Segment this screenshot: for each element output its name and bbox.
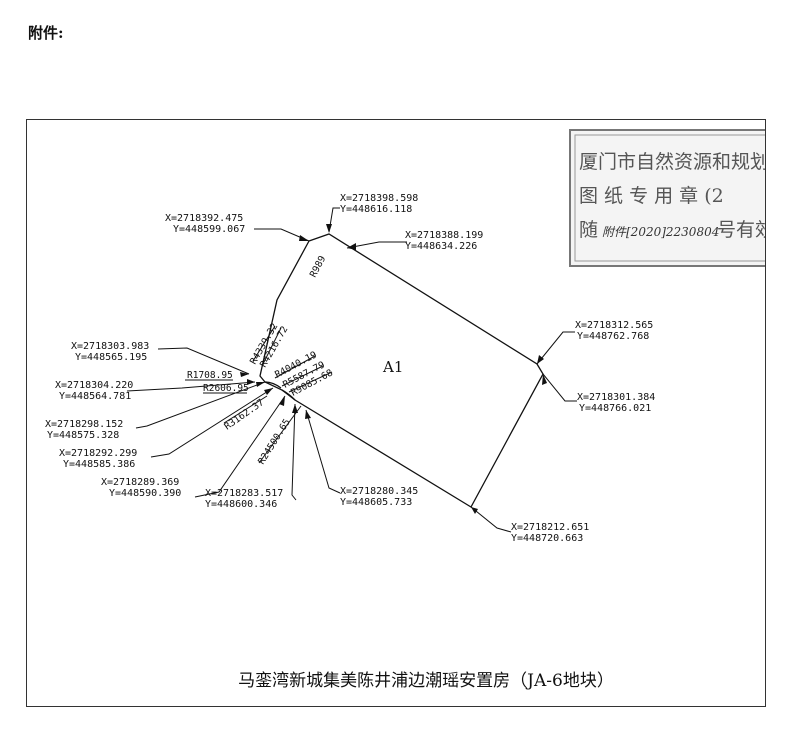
coord-x: X=2718398.598	[340, 193, 418, 204]
stamp-line-3-suffix: 号有效	[717, 219, 766, 241]
parcel-boundary	[259, 233, 544, 508]
coord-x: X=2718312.565	[575, 320, 653, 331]
site-plan-drawing: 厦门市自然资源和规划局 图 纸 专 用 章 (2 随 附件[2020]22308…	[45, 129, 766, 544]
plan-caption: 马銮湾新城集美陈井浦边潮瑶安置房（JA-6地块）	[238, 671, 614, 691]
coord-y: Y=448762.768	[577, 331, 649, 342]
stamp-line-3-handwritten: 附件[2020]2230804	[602, 225, 719, 239]
coord-y: Y=448564.781	[59, 391, 131, 402]
stamp-line-1: 厦门市自然资源和规划局	[579, 151, 766, 173]
coord-x: X=2718292.299	[59, 448, 137, 459]
approval-stamp: 厦门市自然资源和规划局 图 纸 专 用 章 (2 随 附件[2020]22308…	[569, 129, 766, 267]
coord-y: Y=448616.118	[340, 204, 412, 215]
stamp-line-2: 图 纸 专 用 章 (2	[579, 185, 724, 207]
coord-x: X=2718303.983	[71, 341, 149, 352]
coord-x: X=2718212.651	[511, 522, 589, 533]
arrow-heads	[240, 224, 547, 514]
coord-y: Y=448634.226	[405, 241, 477, 252]
coord-x: X=2718392.475	[165, 213, 243, 224]
coord-x: X=2718301.384	[577, 392, 655, 403]
attachment-label: 附件:	[28, 24, 64, 42]
coord-x: X=2718280.345	[340, 486, 418, 497]
radius-label: R989	[308, 254, 329, 280]
site-plan-frame: 厦门市自然资源和规划局 图 纸 专 用 章 (2 随 附件[2020]22308…	[26, 119, 766, 707]
coordinate-labels: X=2718392.475 Y=448599.067 X=2718398.598…	[45, 193, 655, 544]
coord-x: X=2718304.220	[55, 380, 133, 391]
leader-lines	[126, 207, 577, 533]
radius-label: R1708.95	[187, 370, 233, 381]
coord-y: Y=448600.346	[205, 499, 277, 510]
coord-x: X=2718388.199	[405, 230, 483, 241]
coord-x: X=2718298.152	[45, 419, 123, 430]
coord-y: Y=448599.067	[173, 224, 245, 235]
coord-y: Y=448575.328	[47, 430, 119, 441]
coord-y: Y=448720.663	[511, 533, 583, 544]
coord-y: Y=448565.195	[75, 352, 147, 363]
coord-y: Y=448766.021	[579, 403, 651, 414]
coord-y: Y=448585.386	[63, 459, 135, 470]
coord-y: Y=448605.733	[340, 497, 412, 508]
coord-x: X=2718289.369	[101, 477, 179, 488]
radius-label: R3162.37	[222, 397, 266, 432]
coord-x: X=2718283.517	[205, 488, 283, 499]
radius-label: R24500.65	[256, 417, 293, 466]
coord-y: Y=448590.390	[109, 488, 181, 499]
parcel-label: A1	[382, 358, 403, 376]
stamp-line-3-prefix: 随	[579, 219, 598, 241]
radius-label: R2606.95	[203, 383, 249, 394]
